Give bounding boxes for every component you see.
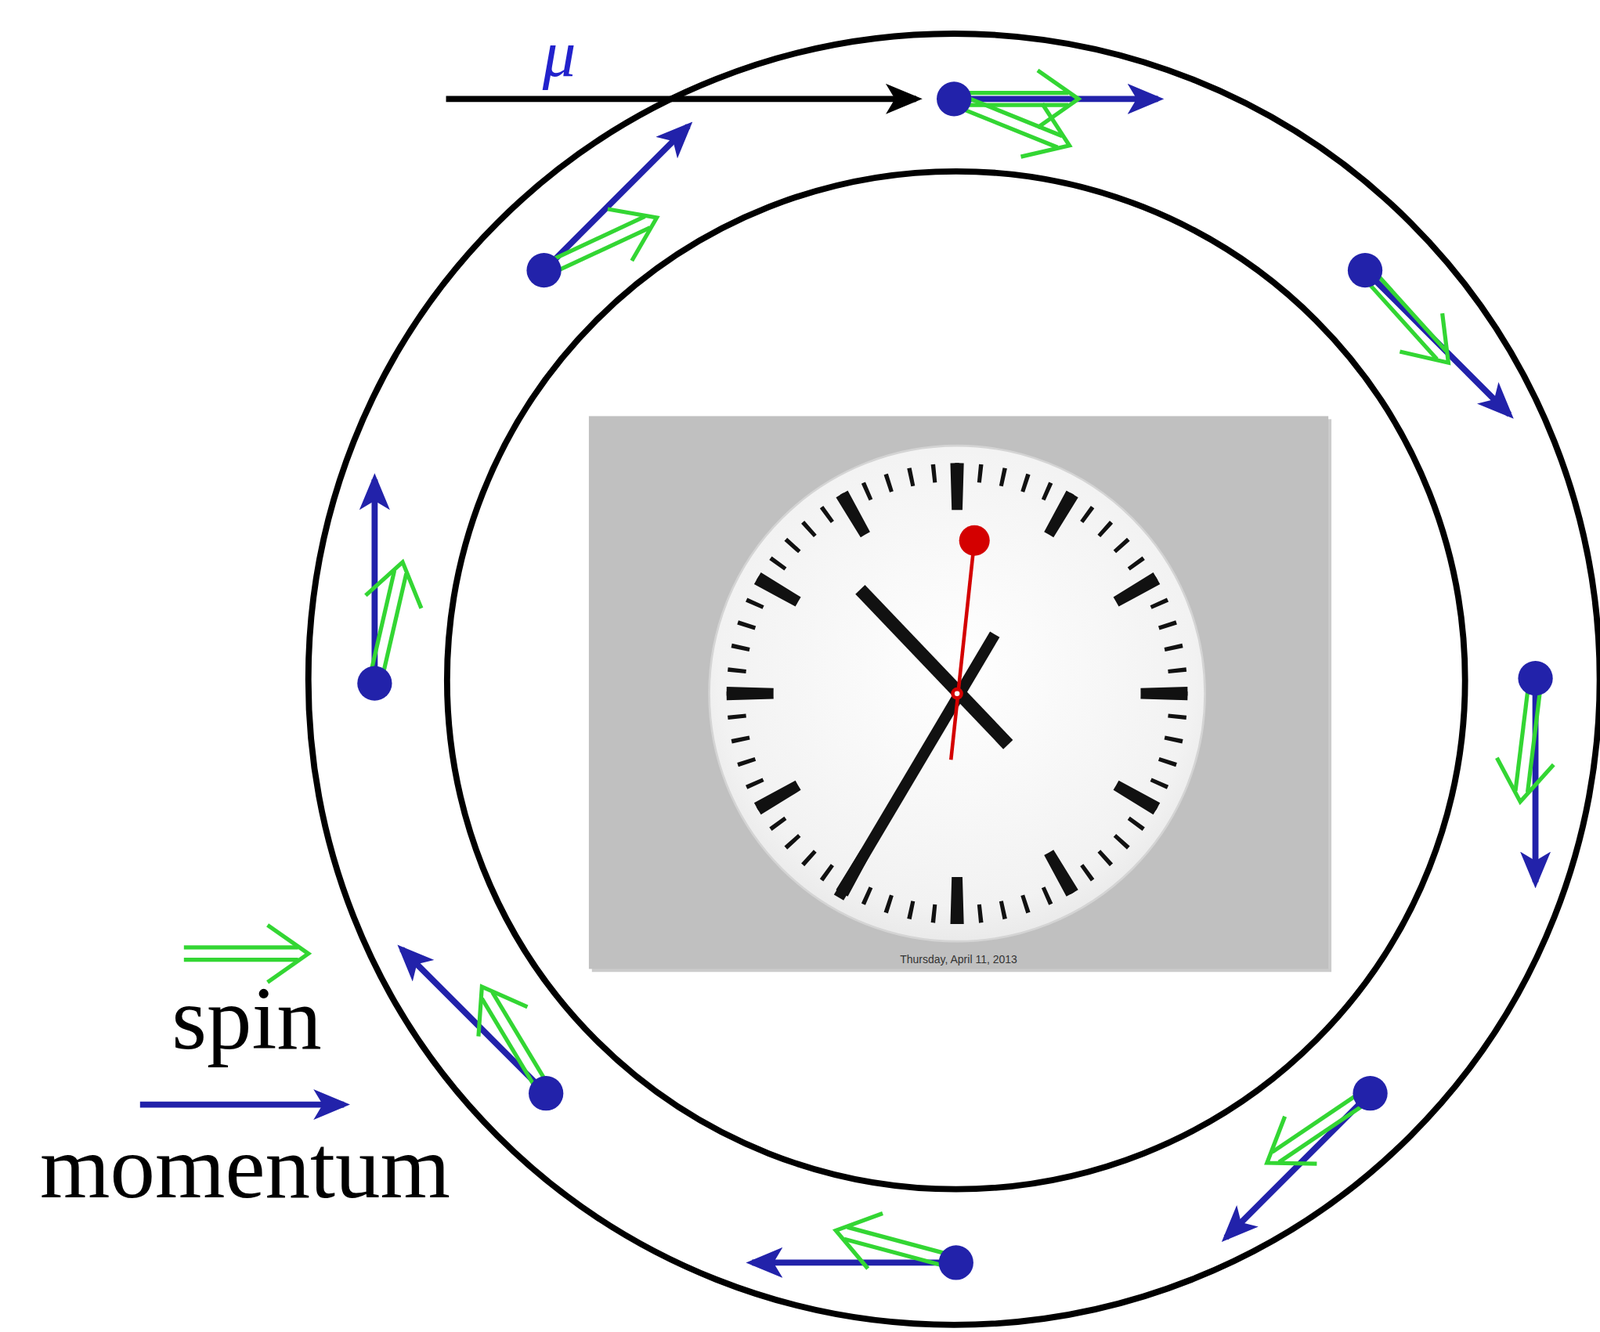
- legend-text: momentum: [39, 1122, 451, 1213]
- momentum-legend-sample: [140, 1104, 344, 1106]
- hour-ticks: [750, 486, 1165, 901]
- spin-arrows: [346, 70, 1564, 1291]
- injection-arrow: [446, 95, 917, 102]
- inner-ring: [447, 171, 1466, 1190]
- outer-ring: [308, 33, 1600, 1326]
- clock-panel-ground: [588, 415, 1329, 969]
- hand-pivot-center: [954, 690, 961, 697]
- clock-panel: Thursday, April 11, 2013: [588, 416, 1329, 970]
- minute-ticks: [735, 472, 1178, 915]
- muon-symbol: μ: [542, 20, 577, 87]
- muon-dots: [357, 81, 1553, 1280]
- legend-text: spin: [171, 973, 322, 1064]
- hour-hand: [859, 589, 1008, 745]
- momentum-arrows: [374, 98, 1535, 1263]
- minute-hand: [838, 634, 995, 898]
- clock-face: [709, 445, 1206, 942]
- second-hand: [950, 540, 975, 760]
- second-hand-dot: [959, 525, 990, 557]
- date-text: Thursday, April 11, 2013: [896, 953, 1021, 970]
- hand-pivot: [950, 687, 964, 701]
